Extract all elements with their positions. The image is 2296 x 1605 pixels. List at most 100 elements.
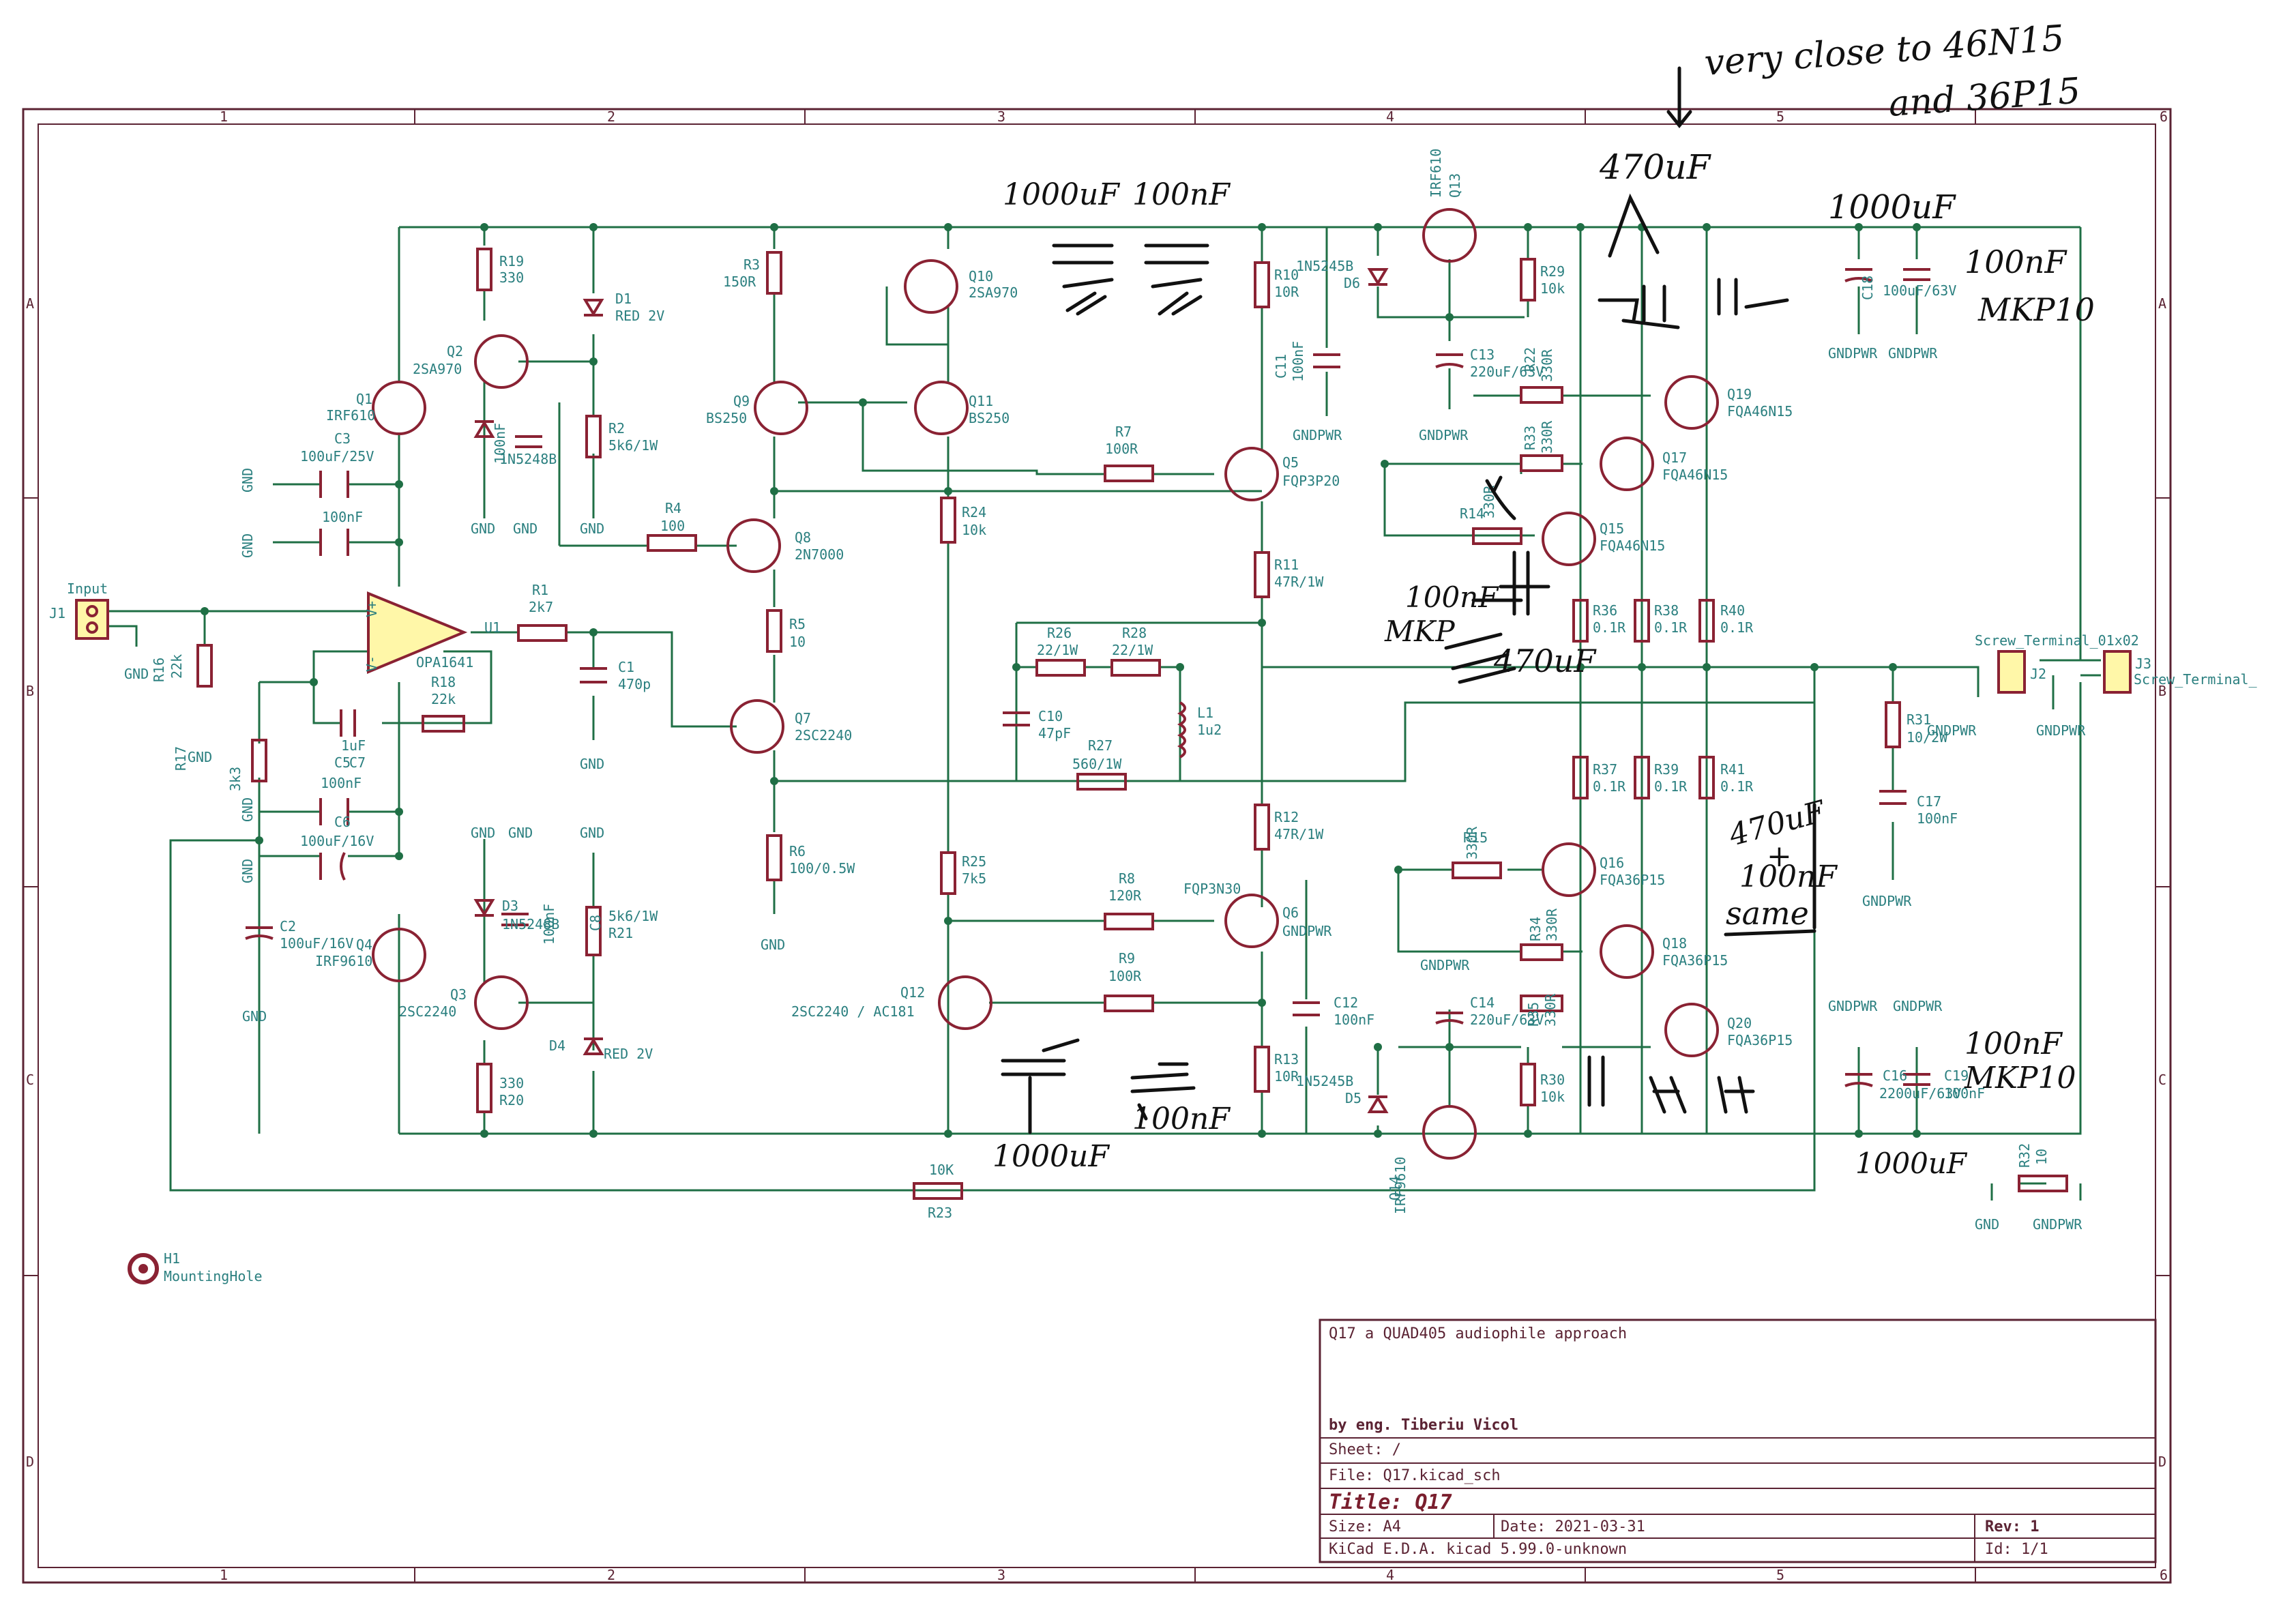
- r5-value: 10: [789, 634, 806, 650]
- rev-line: Rev: 1: [1985, 1518, 2039, 1535]
- q19-ref: Q19: [1727, 386, 1752, 402]
- r15-ref: R15: [1463, 829, 1488, 846]
- r12-value: 47R/1W: [1274, 826, 1324, 842]
- sheet-frame: 1 2 3 4 5 6 1 2 3 4 5 6 A B C D A B C D: [22, 108, 2172, 1584]
- r2-ref: R2: [608, 420, 625, 437]
- r19-value: 330: [499, 269, 524, 286]
- r13-value: 10R: [1274, 1068, 1299, 1085]
- hand-note-mkp10-right: MKP10: [1977, 291, 2095, 328]
- r2-value: 5k6/1W: [608, 437, 658, 454]
- r13-ref: R13: [1274, 1051, 1299, 1067]
- r9-value: 100R: [1108, 968, 1142, 984]
- q12-ref: Q12: [900, 984, 925, 1001]
- r11-value: 47R/1W: [1274, 574, 1324, 590]
- r24-ref: R24: [962, 504, 986, 520]
- row-label-d-right: D: [2158, 1454, 2166, 1470]
- c3b-value: 100nF: [322, 509, 363, 525]
- r35-value: 330R: [1542, 993, 1559, 1027]
- r16-value: 22k: [168, 654, 185, 679]
- hand-note-1000uf-right: 1000uF: [1828, 188, 1956, 226]
- q10-value: 2SA970: [969, 284, 1018, 301]
- d1-value: RED 2V: [615, 308, 664, 324]
- r20-value: 330: [499, 1075, 524, 1091]
- row-label-a: A: [26, 295, 34, 312]
- q8-value: 2N7000: [795, 546, 844, 563]
- r21-value: 5k6/1W: [608, 908, 658, 924]
- q4-ref: Q4: [356, 937, 372, 953]
- col-label-6-bottom: 6: [2160, 1567, 2168, 1583]
- col-label-2: 2: [607, 108, 615, 125]
- r22-value: 330R: [1539, 349, 1555, 382]
- c11-ref: C11: [1273, 354, 1289, 379]
- col-label-2-bottom: 2: [607, 1567, 615, 1583]
- r29-ref: R29: [1540, 263, 1565, 280]
- c3-ref: C3: [334, 430, 351, 447]
- c13-ref: C13: [1470, 347, 1495, 363]
- r8-ref: R8: [1119, 870, 1135, 887]
- hand-note-1000uf-left: 1000uF: [1003, 177, 1120, 212]
- gnd-label: GND: [471, 520, 495, 537]
- col-label-3: 3: [997, 108, 1005, 125]
- h1-ref: H1: [164, 1250, 180, 1267]
- gnd-label: GND: [508, 825, 533, 841]
- id-line: Id: 1/1: [1985, 1541, 2048, 1558]
- title-block: Q17 a QUAD405 audiophile approach by eng…: [1319, 1319, 2157, 1563]
- input-label: Input: [67, 580, 108, 597]
- hand-note-470uf-mid: 470uF: [1493, 643, 1597, 679]
- c18-value: 100uF/63V: [1883, 282, 1956, 299]
- q15-value: FQA46N15: [1600, 538, 1665, 554]
- r20-ref: R20: [499, 1092, 524, 1108]
- hand-note-1000uf-bottom-right: 1000uF: [1855, 1147, 1968, 1180]
- h1-value: MountingHole: [164, 1268, 263, 1284]
- j1-ref: J1: [49, 605, 65, 621]
- r30-value: 10k: [1540, 1089, 1565, 1105]
- r1-value: 2k7: [529, 599, 553, 615]
- r32-ref: R32: [2016, 1143, 2033, 1168]
- q6-value: FQP3N30: [1183, 881, 1241, 897]
- r41-value: 0.1R: [1720, 778, 1754, 795]
- r34-value: 330R: [1544, 908, 1560, 941]
- r31-ref: R31: [1907, 711, 1931, 728]
- row-label-b-right: B: [2158, 683, 2166, 699]
- gndpwr-label: GNDPWR: [2033, 1216, 2082, 1233]
- gnd-label: GND: [124, 666, 149, 682]
- r28-value: 22/1W: [1112, 642, 1153, 658]
- power-labels: GND GND GND GND GND GND GND GND GND GND …: [124, 345, 2086, 1233]
- q16-ref: Q16: [1600, 855, 1624, 871]
- col-label-4-bottom: 4: [1386, 1567, 1394, 1583]
- gnd-label: GND: [580, 825, 604, 841]
- r9-ref: R9: [1119, 950, 1135, 967]
- col-label-1: 1: [220, 108, 228, 125]
- q6-ref: Q6: [1282, 904, 1299, 921]
- q2-value: 2SA970: [413, 361, 462, 377]
- q13-ref: Q13: [1447, 173, 1463, 198]
- r35-ref: R35: [1525, 1002, 1542, 1027]
- gndpwr-label: GNDPWR: [1888, 345, 1938, 362]
- r28-ref: R28: [1122, 625, 1147, 641]
- gnd-label: GND: [239, 468, 256, 492]
- c11-value: 100nF: [1290, 341, 1306, 382]
- gnd-label: GND: [580, 520, 604, 537]
- project-description: Q17 a QUAD405 audiophile approach: [1329, 1325, 1627, 1342]
- hand-note-100nf-bottom-left: 100nF: [1132, 1102, 1231, 1136]
- j3-value: Screw_Terminal_: [2134, 671, 2258, 688]
- q9-ref: Q9: [733, 393, 750, 409]
- q14-value: IRF9610: [1392, 1157, 1409, 1214]
- c19-value: 100nF: [1944, 1085, 1985, 1102]
- r14-ref: R14: [1460, 505, 1484, 522]
- col-label-4: 4: [1386, 108, 1394, 125]
- r10-ref: R10: [1274, 267, 1299, 283]
- r4-ref: R4: [665, 500, 681, 516]
- d5-value: 1N5245B: [1296, 1073, 1353, 1089]
- r40-ref: R40: [1720, 602, 1745, 619]
- r26-value: 22/1W: [1037, 642, 1078, 658]
- gnd-label: GND: [242, 1008, 267, 1025]
- hand-note-mkp10-bottom-right: MKP10: [1964, 1061, 2076, 1095]
- hand-note-36p15: and 36P15: [1887, 70, 2082, 125]
- q5-ref: Q5: [1282, 454, 1299, 471]
- r1-ref: R1: [532, 582, 548, 598]
- gndpwr-label: GNDPWR: [1282, 923, 1332, 939]
- handwritten-annotations: very close to 46N15 and 36P15 470uF 1000…: [992, 18, 2095, 1180]
- j2-value: Screw_Terminal_01x02: [1975, 632, 2139, 649]
- q14-ref: Q14: [1387, 1176, 1403, 1201]
